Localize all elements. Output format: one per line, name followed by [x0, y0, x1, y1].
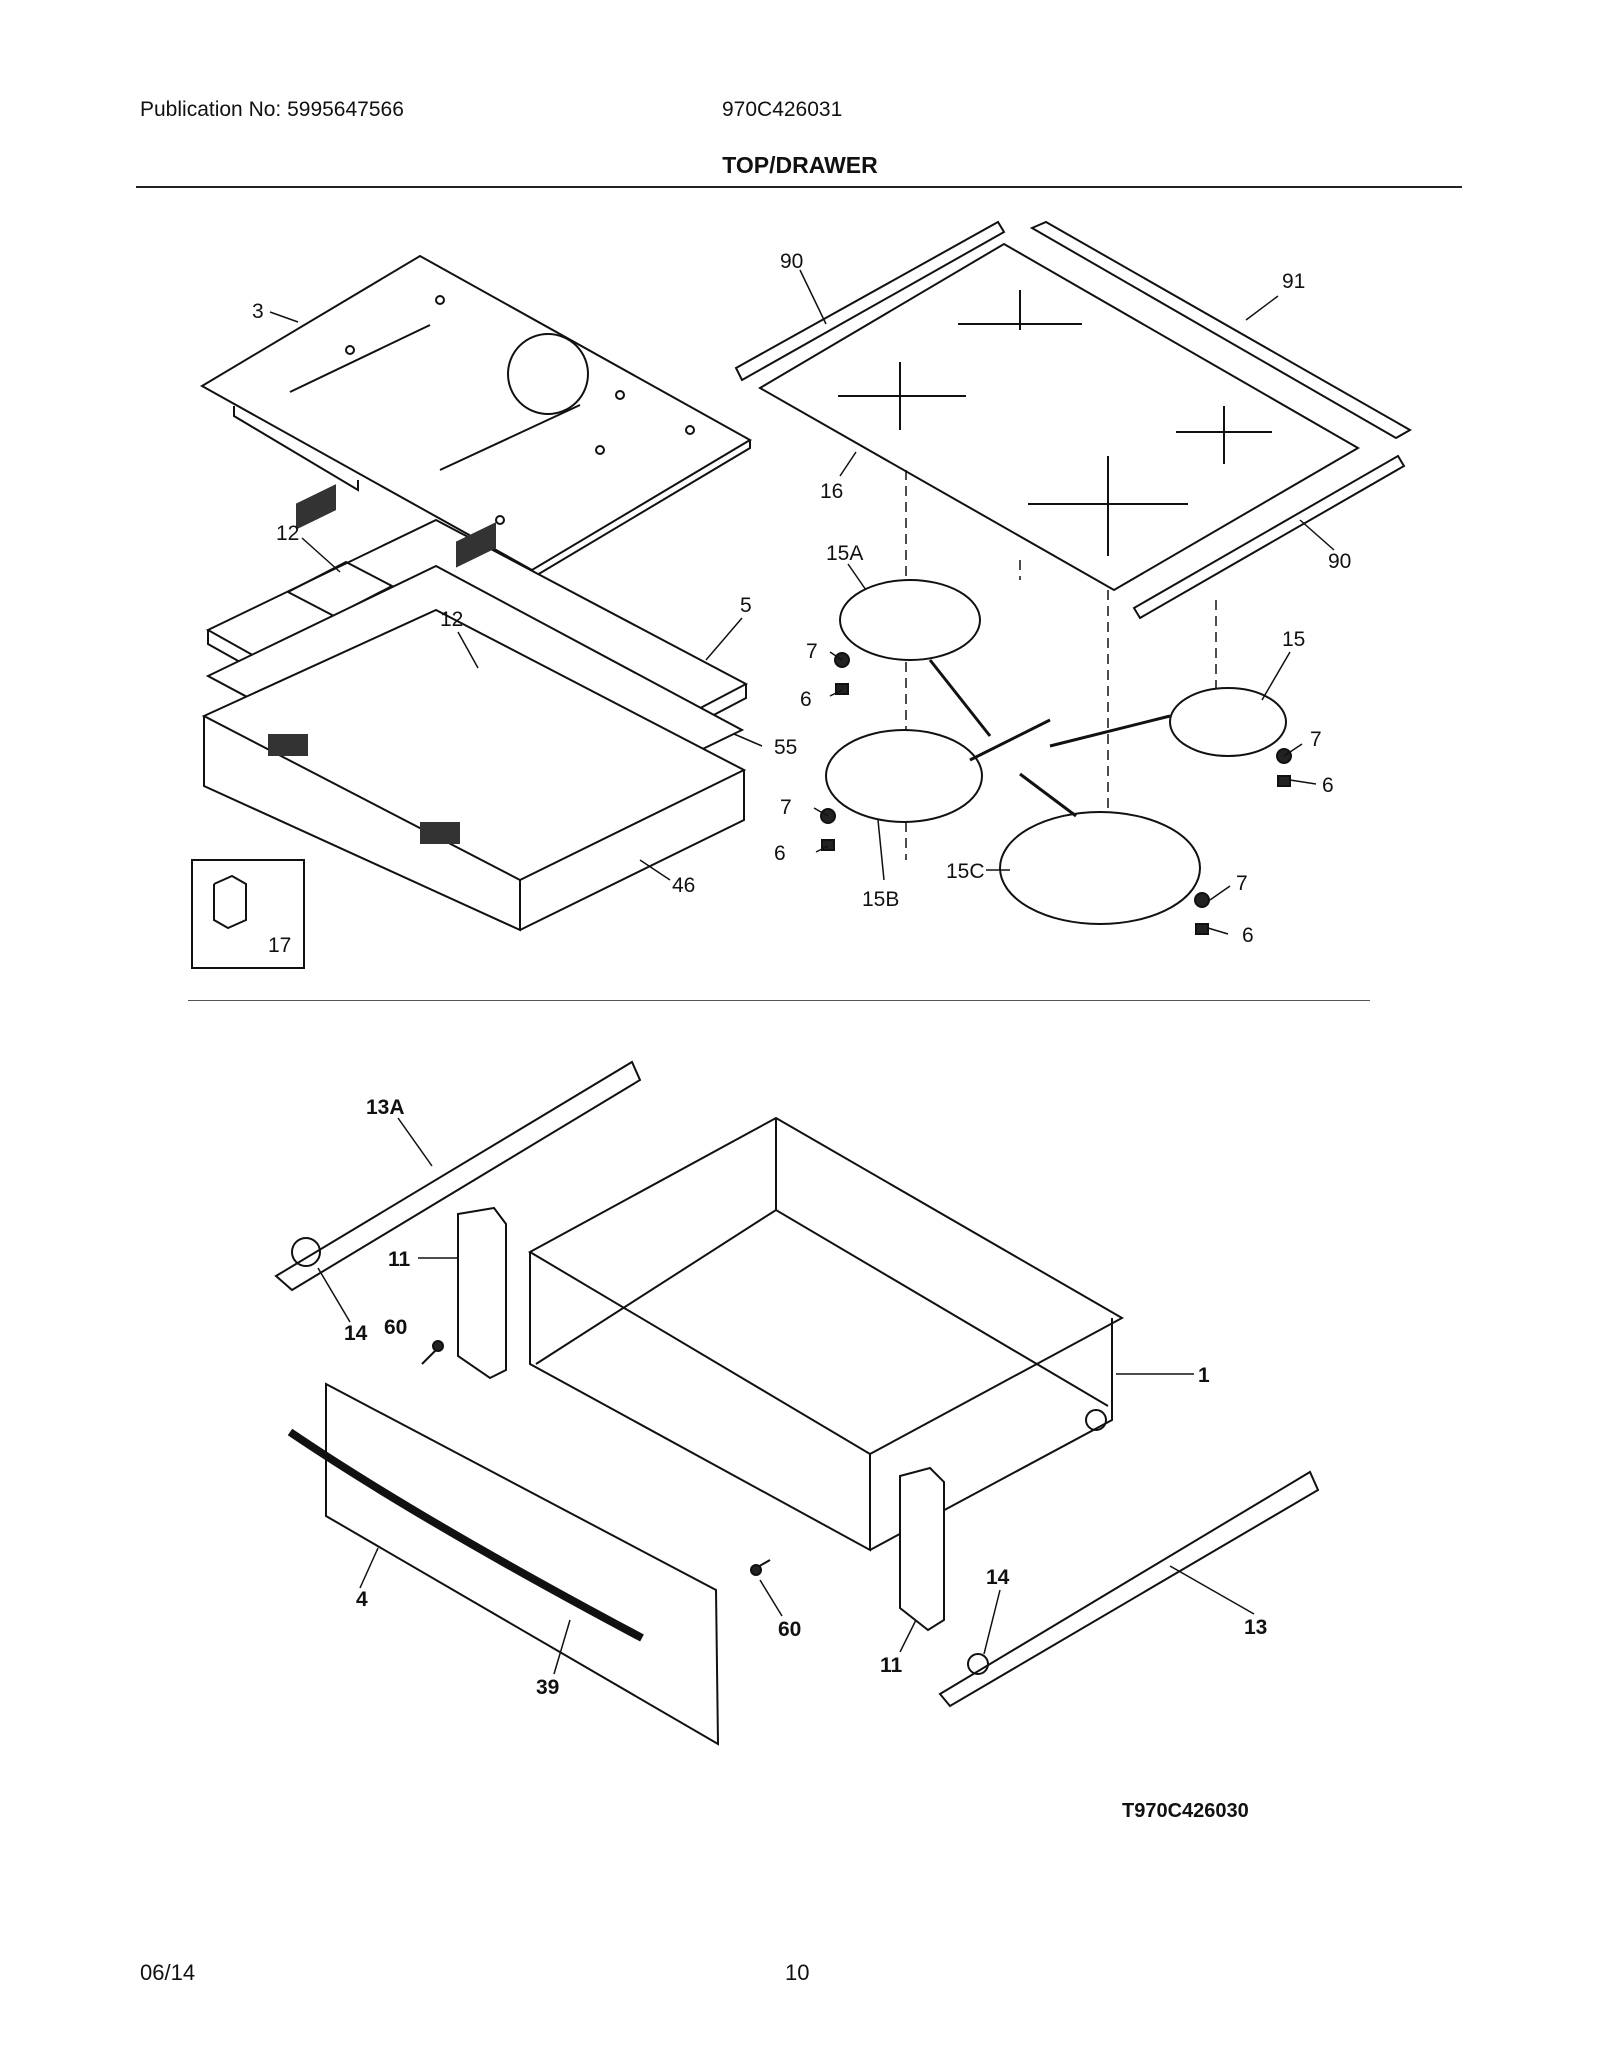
- callout-91: 91: [1282, 270, 1305, 293]
- callout-11: 11: [880, 1654, 903, 1677]
- part-17-inset: [191, 859, 305, 969]
- callout-60: 60: [778, 1618, 801, 1641]
- callout-15a: 15A: [826, 542, 863, 565]
- callout-13: 13: [1244, 1616, 1267, 1639]
- part-11-bracket-left: [457, 1206, 507, 1380]
- part-91-trim-right: [1029, 220, 1413, 440]
- callout-15b: 15B: [862, 888, 899, 911]
- callout-14: 14: [986, 1566, 1010, 1589]
- callout-11: 11: [388, 1248, 411, 1271]
- part-60-screw-right: [750, 1559, 771, 1576]
- page-title: TOP/DRAWER: [722, 152, 878, 178]
- part-15b-burner: [825, 729, 983, 823]
- section-divider: [188, 1000, 1370, 1001]
- part-15-burner: [1169, 687, 1287, 757]
- callout-14: 14: [344, 1322, 368, 1345]
- callout-6: 6: [774, 842, 786, 865]
- callout-15: 15: [1282, 628, 1305, 651]
- part-15a-burner: [839, 579, 981, 661]
- callout-7: 7: [780, 796, 792, 819]
- callout-7: 7: [1310, 728, 1322, 751]
- leader-lines-drawer: [317, 1117, 1255, 1675]
- footer-date: 06/14: [140, 1960, 196, 1985]
- part-13-slide-right: [938, 1470, 1320, 1708]
- callout-7: 7: [806, 640, 818, 663]
- fasteners: [820, 652, 1292, 935]
- callout-labels-drawer: 13A 11 14 60 1 4 39 60 11 14 13: [344, 1096, 1267, 1699]
- publication-number: Publication No: 5995647566: [140, 98, 404, 121]
- callout-6: 6: [1322, 774, 1334, 797]
- leader-lines-top: [269, 269, 1335, 935]
- burner-wires: [928, 659, 1171, 818]
- callout-17: 17: [268, 934, 291, 957]
- callout-46: 46: [672, 874, 695, 897]
- part-90-trim-left: [734, 220, 1006, 382]
- part-60-screw-left: [421, 1340, 444, 1365]
- page-number: 10: [785, 1960, 810, 1985]
- callout-1: 1: [1198, 1364, 1210, 1387]
- callout-12: 12: [440, 608, 463, 631]
- part-1-drawer: [527, 1116, 1125, 1552]
- header-rule: [136, 186, 1462, 188]
- callout-90: 90: [1328, 550, 1351, 573]
- part-46-box: [201, 608, 747, 932]
- part-16-glass-cooktop: [758, 242, 1360, 592]
- callout-90: 90: [780, 250, 803, 273]
- callout-3: 3: [252, 300, 264, 323]
- part-39-handle: [287, 1428, 644, 1642]
- callout-39: 39: [536, 1676, 559, 1699]
- callout-12: 12: [276, 522, 299, 545]
- part-4-drawer-front: [325, 1382, 720, 1746]
- callout-6: 6: [800, 688, 812, 711]
- callout-13a: 13A: [366, 1096, 405, 1119]
- callout-60: 60: [384, 1316, 407, 1339]
- callout-16: 16: [820, 480, 843, 503]
- model-number: 970C426031: [722, 98, 843, 121]
- callout-55: 55: [774, 736, 797, 759]
- callout-labels: 3 12 12 5 55 46 17 90 91 16 90 15A 15 7 …: [252, 250, 1351, 957]
- part-11-bracket-right: [899, 1466, 945, 1632]
- callout-7: 7: [1236, 872, 1248, 895]
- drawing-number: T970C426030: [1122, 1800, 1249, 1822]
- callout-4: 4: [356, 1588, 368, 1611]
- part-13a-slide-left: [274, 1060, 642, 1292]
- part-90-trim-bottom: [1132, 454, 1406, 620]
- callout-6: 6: [1242, 924, 1254, 947]
- callout-15c: 15C: [946, 860, 985, 883]
- callout-5: 5: [740, 594, 752, 617]
- part-15c-burner: [999, 811, 1201, 925]
